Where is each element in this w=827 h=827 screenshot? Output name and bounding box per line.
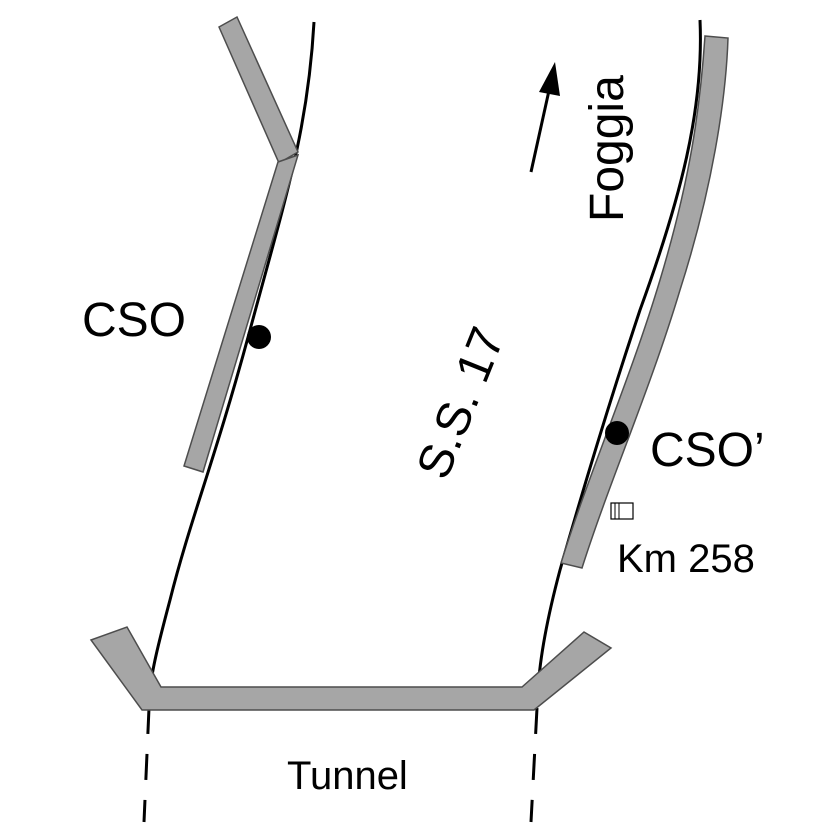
left-tunnel-dashed-edge <box>142 707 151 823</box>
km-marker-icon <box>610 502 634 520</box>
cso-left-site-marker <box>247 325 271 349</box>
right-structure <box>560 35 729 569</box>
cso-right-label: CSO’ <box>650 424 765 477</box>
km-marker-label: Km 258 <box>617 537 755 581</box>
cso-right-site-marker <box>605 421 629 445</box>
right-road-edge <box>536 19 702 691</box>
direction-arrow-icon <box>529 62 560 173</box>
direction-label: Foggia <box>581 75 634 222</box>
left-lower-structure <box>183 153 300 473</box>
left-upper-structure <box>218 15 299 165</box>
tunnel-label: Tunnel <box>287 754 408 798</box>
cso-left-label: CSO <box>82 294 186 347</box>
right-tunnel-dashed-edge <box>529 707 539 823</box>
road-label: S.S. 17 <box>407 320 515 486</box>
left-road-edge <box>148 21 316 691</box>
tunnel-portal-structure <box>89 626 613 711</box>
